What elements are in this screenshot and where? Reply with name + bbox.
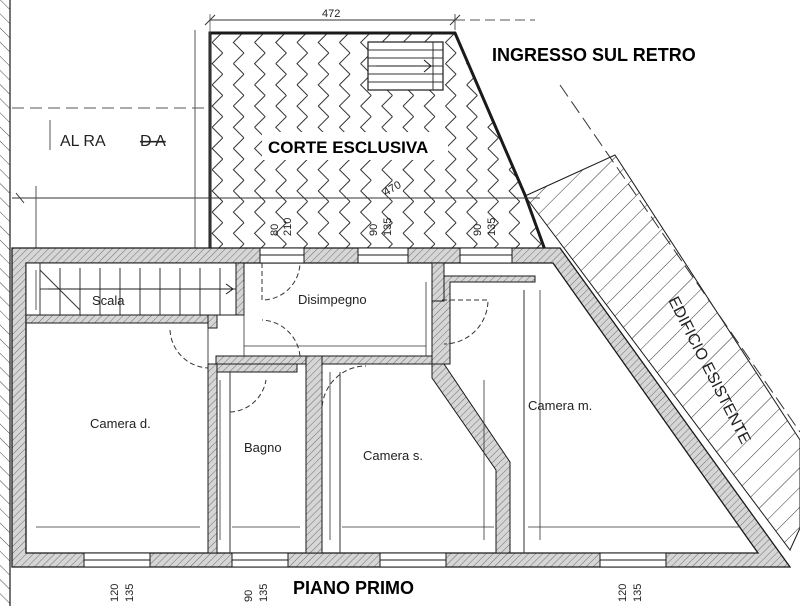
double-bedroom-floor [25, 322, 209, 554]
top-width-dimension: 472 [322, 8, 340, 20]
window-bottom-3-height: 135 [632, 584, 644, 602]
window-bottom-4 [599, 552, 667, 568]
window-top-2-height: 135 [382, 218, 394, 236]
neighbor-height-label: AL RA [60, 133, 106, 150]
window-bottom-1 [83, 552, 151, 568]
room-label-stair: Scala [92, 293, 125, 308]
rear-entrance-label: INGRESSO SUL RETRO [492, 45, 696, 65]
window-top-1-height: 210 [282, 218, 294, 236]
bathroom-wall-left [207, 363, 218, 554]
window-bottom-1-height: 135 [124, 584, 136, 602]
room-label-master-bedroom: Camera m. [528, 398, 592, 413]
neighbor-outline [12, 30, 210, 250]
neighbor-height-crossed-label: D A [140, 133, 166, 150]
window-bottom-2 [231, 552, 289, 568]
floor-title: PIANO PRIMO [293, 578, 414, 598]
stair-flight [25, 262, 237, 316]
existing-building-hatch [524, 154, 800, 551]
boundary-dashed-line [559, 84, 800, 433]
courtyard-label-bg [262, 132, 448, 160]
bathroom-wall-right [305, 355, 323, 554]
window-bottom-1-width: 120 [109, 584, 121, 602]
room-label-bathroom: Bagno [244, 440, 282, 455]
window-top-3-width: 90 [472, 224, 484, 236]
court-dimension [12, 192, 540, 204]
hall-wall-right [431, 262, 445, 302]
master-bedroom-wall-left [431, 275, 536, 365]
room-label-single-bedroom: Camera s. [363, 448, 423, 463]
room-label-double-bedroom: Camera d. [90, 416, 151, 431]
interior-dimensions [35, 270, 740, 540]
door-swings [169, 262, 489, 413]
top-dimension [204, 14, 535, 250]
window-bottom-2-width: 90 [243, 590, 255, 602]
room-label-hall: Disimpegno [298, 292, 367, 307]
window-top-2-width: 90 [368, 224, 380, 236]
window-bottom-3-width: 120 [617, 584, 629, 602]
window-bottom-2-height: 135 [258, 584, 270, 602]
corridor-wall-bottom [215, 355, 433, 365]
window-top-1 [259, 247, 305, 264]
stair-wall-bottom [25, 314, 217, 324]
window-top-2 [357, 247, 409, 264]
left-boundary-hatch [0, 0, 10, 606]
window-top-3-height: 135 [486, 218, 498, 236]
stair-room-wall-right [207, 314, 218, 329]
courtyard-stair [367, 41, 444, 91]
window-bottom-3 [379, 552, 447, 568]
hall-wall-left [235, 262, 245, 316]
bathroom-wall-top [216, 363, 298, 373]
window-top-1-width: 80 [269, 224, 281, 236]
single-bedroom-wall-right [431, 363, 511, 554]
window-top-3 [459, 247, 513, 264]
courtyard-label: CORTE ESCLUSIVA [268, 138, 428, 157]
